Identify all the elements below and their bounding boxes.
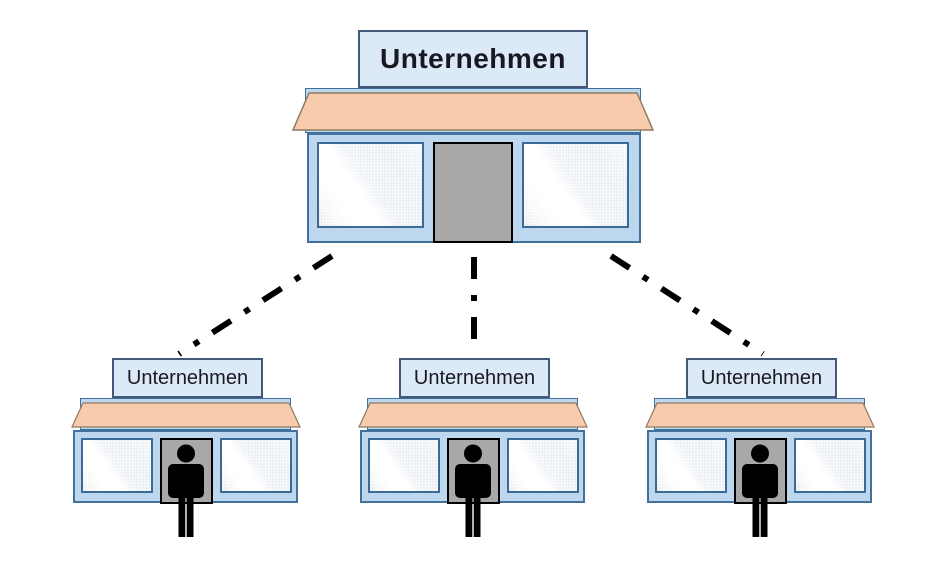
awning-icon (645, 402, 875, 428)
building-branch-2-window-left (368, 438, 440, 493)
building-branch-2-window-right (507, 438, 579, 493)
building-top-sign: Unternehmen (358, 30, 588, 88)
awning-icon (292, 92, 654, 131)
connector-right (609, 253, 765, 357)
building-branch-2-sign-label: Unternehmen (413, 366, 536, 389)
building-branch-3-window-right (794, 438, 866, 493)
building-branch-1-window-right (220, 438, 292, 493)
building-branch-1: Unternehmen (71, 358, 301, 538)
awning-icon (358, 402, 588, 428)
person-icon (454, 444, 492, 538)
building-branch-2-sign: Unternehmen (399, 358, 550, 398)
awning-icon (71, 402, 301, 428)
building-branch-1-window-left (81, 438, 153, 493)
person-icon (167, 444, 205, 538)
building-top-door (433, 142, 513, 243)
person-icon (741, 444, 779, 538)
building-branch-3-sign: Unternehmen (686, 358, 837, 398)
building-branch-1-sign-label: Unternehmen (126, 366, 249, 389)
building-branch-3: Unternehmen (645, 358, 875, 538)
building-top-window-left (317, 142, 424, 228)
connector-left (177, 253, 334, 357)
building-branch-2: Unternehmen (358, 358, 588, 538)
building-top: Unternehmen (292, 30, 654, 243)
building-top-storefront (307, 133, 641, 243)
building-branch-3-window-left (655, 438, 727, 493)
building-top-window-right (522, 142, 629, 228)
building-top-sign-label: Unternehmen (380, 43, 566, 74)
building-branch-3-sign-label: Unternehmen (700, 366, 823, 389)
building-branch-1-sign: Unternehmen (112, 358, 263, 398)
